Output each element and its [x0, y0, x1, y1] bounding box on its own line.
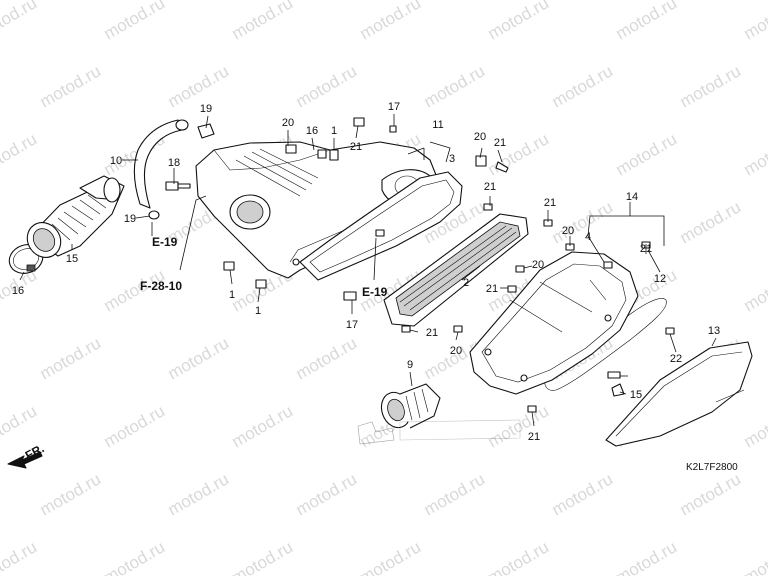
watermark-text: motod.ru: [741, 129, 768, 179]
callout-4: 4: [585, 231, 591, 243]
callout-9: 13: [708, 325, 720, 337]
callout-21: 21: [640, 243, 652, 255]
reference-labels: E-19 E-19 F-28-10: [140, 235, 388, 299]
leader-lines: [19, 114, 717, 427]
watermark-text: motod.ru: [741, 0, 768, 43]
callout-6: 10: [110, 155, 122, 167]
ref-e19-left: E-19: [152, 235, 178, 249]
diagram-code: K2L7F2800: [686, 462, 738, 473]
callout-8: 12: [654, 273, 666, 285]
callout-20: 20: [562, 225, 574, 237]
watermark-text: motod.ru: [101, 401, 169, 451]
watermark-text: motod.ru: [165, 61, 233, 111]
part-9-side-cover: [605, 341, 753, 447]
callout-7: 11: [432, 119, 443, 131]
watermark-text: motod.ru: [357, 537, 425, 576]
watermark-text: motod.ru: [37, 469, 105, 519]
front-direction-arrow: [7, 451, 43, 469]
callout-16: 17: [346, 319, 358, 331]
watermark-text: motod.ru: [549, 61, 617, 111]
watermark-text: motod.ru: [485, 0, 553, 43]
watermark-text: motod.ru: [485, 537, 553, 576]
callout-12: 15: [66, 253, 78, 265]
callout-2: 2: [463, 277, 469, 289]
callout-1: 1: [331, 125, 337, 137]
part-12-intake-duct: [26, 175, 125, 258]
callout-1: 1: [229, 289, 235, 301]
watermark-text: motod.ru: [101, 0, 169, 43]
watermark-text: motod.ru: [677, 469, 745, 519]
ref-e19-center: E-19: [362, 285, 388, 299]
part-6-breather-tube: [133, 119, 189, 209]
watermark-text: motod.ru: [37, 333, 105, 383]
part-5-connecting-tube: [380, 383, 441, 429]
watermark-text: motod.ru: [0, 0, 40, 43]
part-16-bolt-left: [165, 181, 191, 191]
watermark-text: motod.ru: [229, 0, 297, 43]
part-7-gasket: [299, 171, 463, 281]
watermark-text: motod.ru: [0, 129, 40, 179]
callout-labels: 19 10 18 19 15 16 1 1 20 16 1 21 17 11 3…: [12, 101, 720, 443]
callout-20: 20: [532, 259, 544, 271]
ref-f28-10: F-28-10: [140, 279, 182, 293]
callout-17: 21: [350, 141, 362, 153]
part-19-clip-top: [197, 123, 215, 139]
callout-21: 21: [544, 197, 556, 209]
callout-16: 18: [168, 157, 180, 169]
callout-1: 1: [255, 305, 261, 317]
callout-21: 22: [670, 353, 682, 365]
callout-20: 20: [450, 345, 462, 357]
watermark-text: motod.ru: [549, 197, 617, 247]
watermark-text: motod.ru: [293, 469, 361, 519]
watermark-text: motod.ru: [101, 537, 169, 576]
callout-11: 15: [630, 389, 642, 401]
watermark-text: motod.ru: [421, 61, 489, 111]
watermark-text: motod.ru: [485, 401, 553, 451]
callout-15: 17: [388, 101, 400, 113]
watermark-text: motod.ru: [0, 537, 40, 576]
watermark-text: motod.ru: [677, 61, 745, 111]
callout-21: 21: [528, 431, 540, 443]
watermark-text: motod.ru: [741, 265, 768, 315]
callout-17: 20: [282, 117, 294, 129]
callout-21: 21: [484, 181, 496, 193]
callout-13: 16: [12, 285, 24, 297]
part-18-clip: [148, 210, 160, 220]
callout-3: 3: [449, 153, 455, 165]
callout-20: 21: [486, 283, 498, 295]
fasteners: [223, 117, 675, 413]
watermark-text: motod.ru: [229, 401, 297, 451]
watermark-text: motod.ru: [613, 0, 681, 43]
watermark-text: motod.ru: [37, 61, 105, 111]
brand-logo-outline: [357, 419, 521, 445]
part-4-cleaner-cover: [469, 251, 639, 395]
callout-15: 16: [306, 125, 318, 137]
callout-10: 14: [626, 191, 638, 203]
callout-5: 9: [407, 359, 413, 371]
watermark-text: motod.ru: [677, 197, 745, 247]
watermark-text: motod.ru: [165, 469, 233, 519]
callout-18: 19: [124, 213, 136, 225]
callout-19: 20: [474, 131, 486, 143]
watermark-text: motod.ru: [229, 537, 297, 576]
watermark-text: motod.ru: [357, 0, 425, 43]
watermark-text: motod.ru: [293, 61, 361, 111]
watermark-text: motod.ru: [613, 537, 681, 576]
callout-19: 19: [200, 103, 212, 115]
watermark-text: motod.ru: [165, 333, 233, 383]
watermark-text: motod.ru: [613, 129, 681, 179]
watermark-text: motod.ru: [741, 401, 768, 451]
watermark-text: motod.ru: [293, 333, 361, 383]
watermark-text: motod.ru: [549, 469, 617, 519]
watermark-text: motod.ru: [421, 469, 489, 519]
part-2-filter-element: [383, 213, 529, 327]
callout-21: 21: [426, 327, 438, 339]
callout-14: 21: [494, 137, 506, 149]
watermark-text: motod.ru: [741, 537, 768, 576]
